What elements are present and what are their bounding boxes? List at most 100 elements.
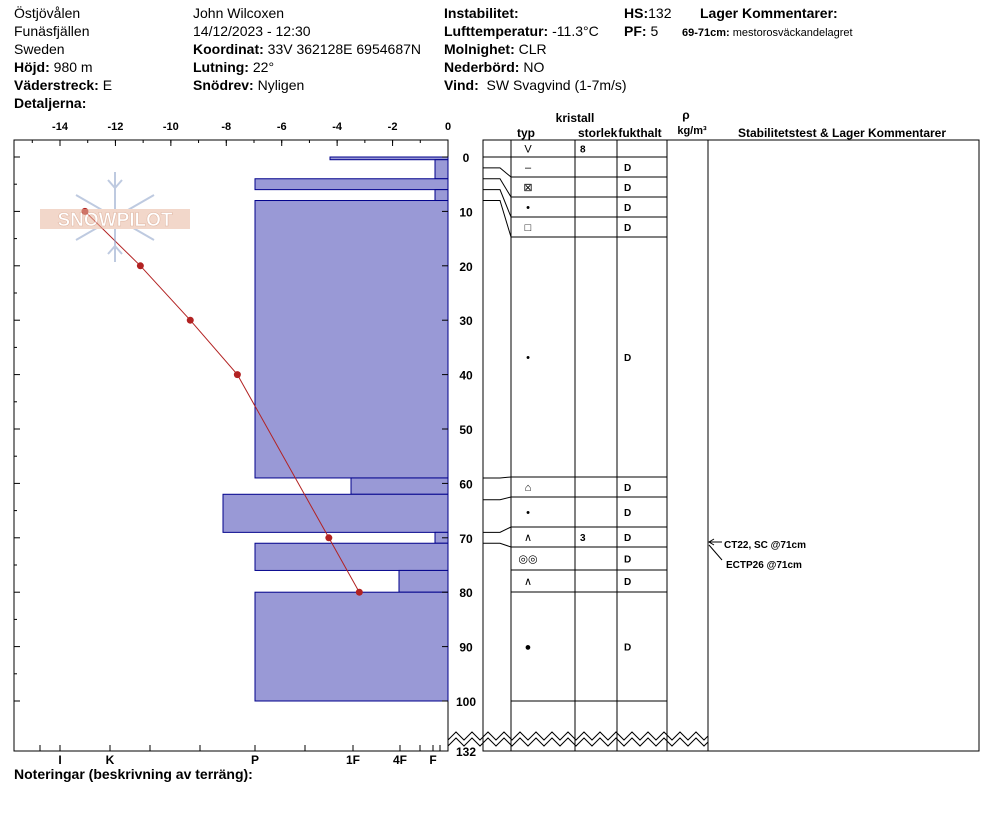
type-header: typ <box>517 126 535 140</box>
grain-type: ● <box>525 642 532 654</box>
grain-type: • <box>526 352 530 364</box>
wind-row: Vind: SW Svagvind (1-7m/s) <box>444 76 627 94</box>
depth-tick-label: 20 <box>459 260 473 274</box>
temp-tick-label: -8 <box>221 121 231 133</box>
grain-type: V <box>524 144 532 156</box>
layer-connector <box>483 496 512 501</box>
moisture: D <box>624 163 631 174</box>
temp-point <box>136 262 144 270</box>
sky-value: CLR <box>518 41 547 57</box>
logo-text: SNOWPILOT <box>57 210 172 231</box>
drift-value: Nyligen <box>257 77 305 93</box>
depth-tick-label: 40 <box>459 369 473 383</box>
depth-tick-label: 30 <box>459 314 473 328</box>
moisture: D <box>624 555 631 566</box>
grain-size: 3 <box>580 533 586 544</box>
temp-tick-label: -10 <box>163 121 179 133</box>
grain-size: 8 <box>580 145 586 156</box>
temp-point <box>355 588 363 596</box>
details-label: Detaljerna: <box>14 95 87 111</box>
airtemp-row: Lufttemperatur: -11.3°C <box>444 22 627 40</box>
stability-arrow-2 <box>708 544 723 561</box>
stability-header: Stabilitetstest & Lager Kommentarer <box>738 126 946 140</box>
hs-label: HS: <box>624 5 649 21</box>
hardness-tick-label: K <box>106 753 115 767</box>
hardness-bar <box>254 200 449 479</box>
temp-tick-label: -4 <box>332 121 343 133</box>
grain-type: ⌂ <box>525 482 532 494</box>
temp-tick-label: -2 <box>388 121 398 133</box>
slope-label: Lutning: <box>193 59 249 75</box>
grain-type: ∧ <box>524 532 532 544</box>
hardness-bar <box>350 477 449 495</box>
range: Funäsfjällen <box>14 23 90 39</box>
wind-value: SW Svagvind (1-7m/s) <box>486 77 627 93</box>
moisture: D <box>624 183 631 194</box>
moisture: D <box>624 223 631 234</box>
elevation-label: Höjd: <box>14 59 50 75</box>
layer-comment-row: 69-71cm: mestorosväckandelagret <box>682 24 853 42</box>
layer-comments-label: Lager Kommentarer: <box>700 5 838 21</box>
layer-connector <box>483 167 512 178</box>
hardness-bar <box>434 159 449 180</box>
precip-row: Nederbörd: NO <box>444 58 627 76</box>
hardness-bar <box>254 591 449 702</box>
moisture: D <box>624 643 631 654</box>
country: Sweden <box>14 41 65 57</box>
datetime: 14/12/2023 - 12:30 <box>193 23 311 39</box>
slope-value: 22° <box>252 59 275 75</box>
grain-type: – <box>525 162 532 174</box>
temp-point <box>325 534 333 542</box>
depth-break-zigzag-2 <box>447 737 709 747</box>
depth-tick-label: 10 <box>459 205 473 219</box>
coord-label: Koordinat: <box>193 41 264 57</box>
grain-type: ⊠ <box>523 182 532 194</box>
crystal-header: kristall <box>556 111 595 125</box>
layer-comment-range: 69-71cm: <box>682 27 730 39</box>
pf-value: 5 <box>650 23 659 39</box>
grain-type: • <box>526 202 530 214</box>
stability-test-1: CT22, SC @71cm <box>724 540 806 551</box>
depth-tick-label: 0 <box>463 151 470 165</box>
layer-comment-text: mestorosväckandelagret <box>732 27 853 39</box>
grain-type: ◎◎ <box>518 554 537 566</box>
pf-row: PF: 5 <box>624 22 671 40</box>
depth-tick-label: 70 <box>459 532 473 546</box>
depth-tick-label: 100 <box>456 695 476 709</box>
aspect-label: Väderstreck: <box>14 77 99 93</box>
slope-row: Lutning: 22° <box>193 58 421 76</box>
stability-test-2: ECTP26 @71cm <box>726 560 802 571</box>
sky-row: Molnighet: CLR <box>444 40 627 58</box>
depth-bottom-label: 132 <box>456 745 476 759</box>
size-header: storlek <box>578 126 618 140</box>
drift-label: Snödrev: <box>193 77 254 93</box>
temp-tick-label: -14 <box>52 121 69 133</box>
temp-point <box>233 371 241 379</box>
layer-connectors <box>483 156 512 548</box>
observer: John Wilcoxen <box>193 5 285 21</box>
depth-break-zigzag <box>447 731 709 741</box>
depth-tick-label: 60 <box>459 477 473 491</box>
precip-value: NO <box>523 59 545 75</box>
density-unit-header: kg/m³ <box>677 125 707 137</box>
grain-type: • <box>526 507 530 519</box>
layer-connector <box>483 200 512 238</box>
hardness-bar <box>329 156 449 161</box>
layer-connector <box>483 526 512 533</box>
notes-label: Noteringar (beskrivning av terräng): <box>14 766 253 782</box>
header-col3: Instabilitet: Lufttemperatur: -11.3°C Mo… <box>444 4 627 94</box>
temp-line <box>84 211 360 593</box>
hardness-tick-label: F <box>429 753 436 767</box>
airtemp-label: Lufttemperatur: <box>444 23 549 39</box>
layer-connector <box>483 189 512 218</box>
hardness-bar <box>222 493 449 533</box>
moisture-header: fukthalt <box>618 126 661 140</box>
details-row: Detaljerna: <box>14 94 112 112</box>
layer-connector <box>483 542 512 548</box>
elevation-row: Höjd: 980 m <box>14 58 112 76</box>
hardness-bar <box>398 569 449 593</box>
coord-value: 33V 362128E 6954687N <box>267 41 422 57</box>
